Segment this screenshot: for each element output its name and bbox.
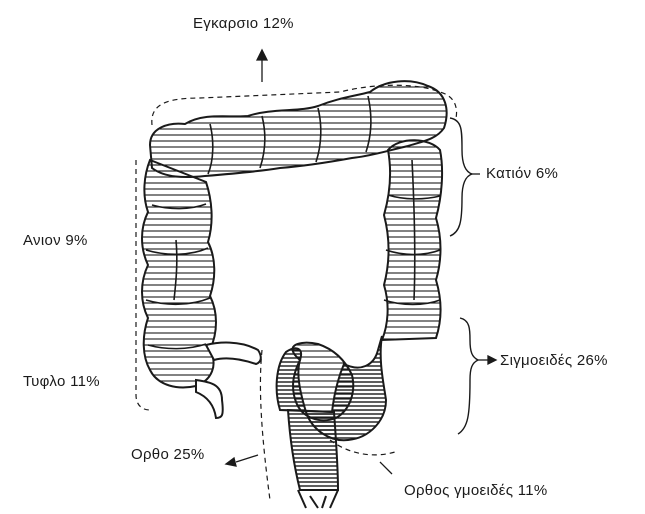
ascending-colon [142, 160, 216, 387]
rectum-bracket [260, 350, 270, 500]
label-ascending: Ανιον 9% [23, 232, 88, 249]
anal-canal-marks [298, 490, 338, 508]
label-rectum: Ορθο 25% [131, 446, 204, 463]
appendix [206, 343, 261, 364]
label-descending: Κατιόν 6% [486, 165, 558, 182]
ileum-stub [196, 380, 223, 418]
rectum [288, 410, 338, 490]
rectosigmoid-bracket [330, 440, 395, 455]
label-cecum: Τυφλο 11% [23, 373, 100, 390]
label-transverse: Εγκαρσιο 12% [193, 15, 294, 32]
right-braces [450, 118, 478, 434]
label-sigmoid: Σιγμοειδές 26% [500, 352, 608, 369]
sigmoid-brace [458, 318, 478, 434]
label-rectosigmoid: Ορθος γμοειδές 11% [404, 482, 548, 499]
colon-body [142, 81, 447, 490]
sigmoid-loop [293, 343, 354, 421]
descending-brace [450, 118, 472, 236]
